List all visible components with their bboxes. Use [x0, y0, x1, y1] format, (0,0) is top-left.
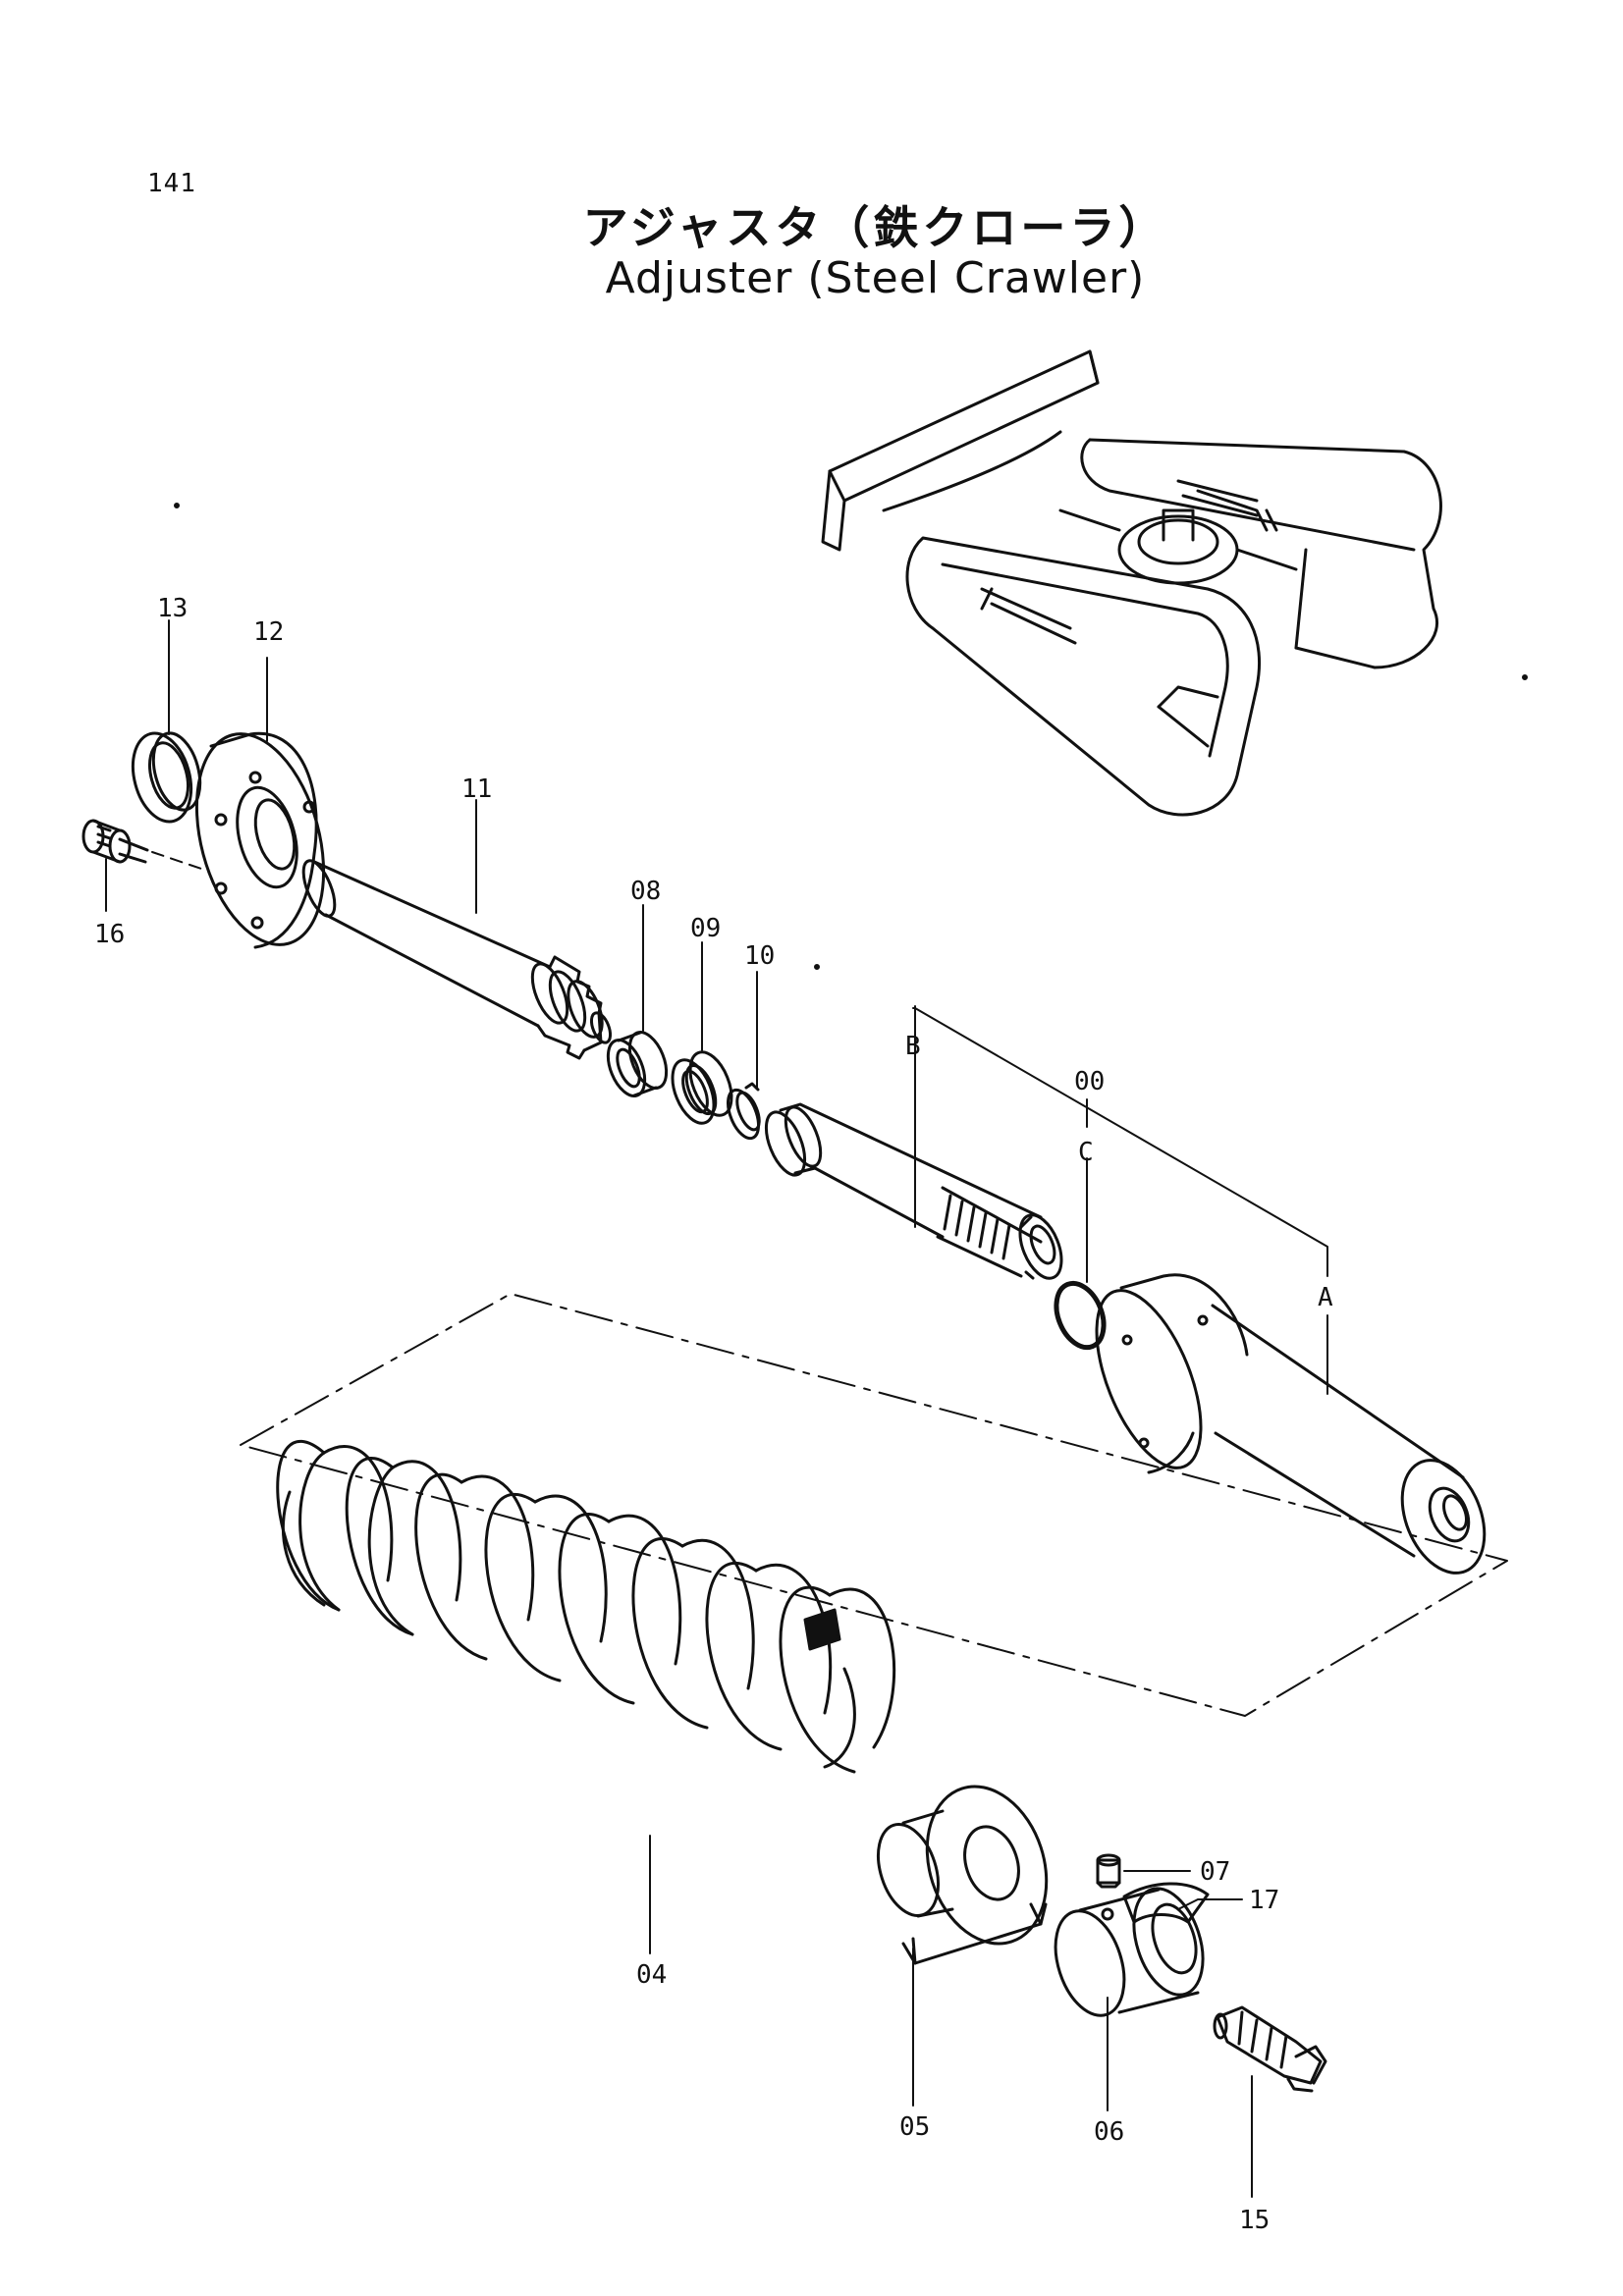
callout-13: 13: [157, 594, 188, 623]
callout-06: 06: [1094, 2117, 1124, 2147]
callout-10: 10: [744, 941, 775, 971]
callout-15: 15: [1239, 2206, 1270, 2235]
callout-17: 17: [1249, 1886, 1279, 1915]
callout-05: 05: [899, 2112, 930, 2142]
excavator-undercarriage-icon: [821, 349, 1442, 817]
callout-C: C: [1078, 1138, 1094, 1167]
callout-12: 12: [253, 617, 284, 647]
plate-17: [1122, 1882, 1210, 1924]
callout-07: 07: [1200, 1857, 1230, 1887]
bushing-08: [606, 1031, 669, 1097]
piston-B: [764, 1102, 1063, 1280]
callout-16: 16: [94, 920, 125, 949]
grease-fitting-15: [1213, 2005, 1327, 2093]
o-ring-C: [1054, 1280, 1107, 1351]
recoil-spring-icon: [276, 1439, 896, 1774]
callout-08: 08: [630, 877, 661, 906]
callout-04: 04: [636, 1960, 667, 1990]
seal-13: [131, 731, 202, 824]
seal-09: [671, 1050, 733, 1125]
title-english: Adjuster (Steel Crawler): [605, 253, 1146, 303]
plug-07: [1096, 1853, 1121, 1889]
callout-00: 00: [1074, 1067, 1105, 1096]
cylinder-A: [1095, 1273, 1487, 1575]
callout-09: 09: [690, 914, 721, 943]
flange-12: [194, 731, 326, 949]
callout-11: 11: [461, 774, 492, 804]
page-number: 141: [147, 169, 196, 198]
snap-ring-10: [727, 1082, 761, 1141]
nut-06: [1054, 1887, 1205, 2017]
reference-plane: [240, 1293, 1508, 1717]
callout-labels: 13 12 16 11 08 09 10 B 00 C A 04 05 06 0…: [94, 594, 1333, 2235]
title-japanese: アジャスタ（鉄クローラ）: [582, 201, 1168, 254]
rod-11: [301, 859, 613, 1060]
callout-B: B: [905, 1032, 921, 1061]
callout-A: A: [1318, 1283, 1333, 1312]
holder-05: [877, 1785, 1049, 1965]
leader-lines: [105, 619, 1328, 2198]
bolt-16: [81, 819, 149, 864]
